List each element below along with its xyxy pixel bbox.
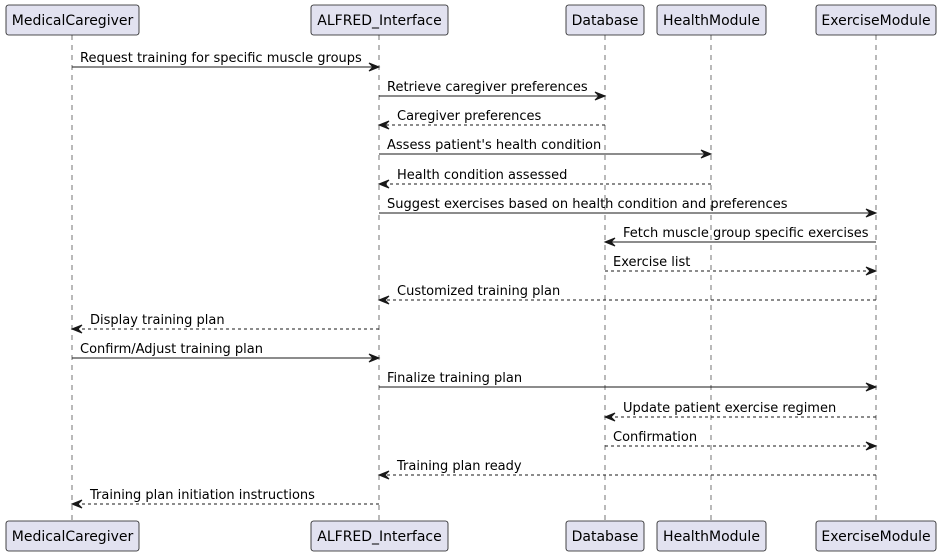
message-label: Training plan initiation instructions xyxy=(89,488,315,503)
arrowhead-icon xyxy=(377,295,390,305)
message-label: Suggest exercises based on health condit… xyxy=(387,197,788,212)
participant-health-top: HealthModule xyxy=(656,4,767,36)
participant-label: ALFRED_Interface xyxy=(317,13,441,29)
message-2: Retrieve caregiver preferences xyxy=(379,80,607,101)
message-label: Finalize training plan xyxy=(387,371,522,386)
participant-database-top: Database xyxy=(565,4,645,36)
participant-label: MedicalCaregiver xyxy=(12,529,134,545)
participant-box xyxy=(5,520,140,552)
message-7: Fetch muscle group specific exercises xyxy=(603,226,876,247)
message-14: Confirmation xyxy=(605,430,878,451)
message-label: Caregiver preferences xyxy=(397,109,541,124)
arrowhead-icon xyxy=(603,412,616,422)
participant-label: ExerciseModule xyxy=(821,13,930,29)
message-label: Update patient exercise regimen xyxy=(623,401,836,416)
message-label: Retrieve caregiver preferences xyxy=(387,80,588,95)
participant-exercise-bottom: ExerciseModule xyxy=(815,520,937,552)
participant-box xyxy=(310,4,449,36)
participant-label: HealthModule xyxy=(663,13,760,29)
arrowhead-icon xyxy=(865,208,878,218)
lifelines xyxy=(71,35,877,521)
message-label: Assess patient's health condition xyxy=(387,138,601,153)
participant-label: ExerciseModule xyxy=(821,529,930,545)
message-15: Training plan ready xyxy=(377,459,876,480)
message-11: Confirm/Adjust training plan xyxy=(72,342,381,363)
participant-box xyxy=(815,520,937,552)
participant-label: Database xyxy=(572,529,639,545)
participant-box xyxy=(815,4,937,36)
message-label: Exercise list xyxy=(613,255,690,270)
participant-exercise-top: ExerciseModule xyxy=(815,4,937,36)
arrowhead-icon xyxy=(603,237,616,247)
message-13: Update patient exercise regimen xyxy=(603,401,876,422)
participant-box xyxy=(5,4,140,36)
message-label: Confirmation xyxy=(613,430,697,445)
message-9: Customized training plan xyxy=(377,284,876,305)
participant-alfred-bottom: ALFRED_Interface xyxy=(310,520,449,552)
participant-caregiver-bottom: MedicalCaregiver xyxy=(5,520,140,552)
message-16: Training plan initiation instructions xyxy=(70,488,379,509)
participant-caregiver-top: MedicalCaregiver xyxy=(5,4,140,36)
arrowhead-icon xyxy=(368,62,381,72)
message-3: Caregiver preferences xyxy=(377,109,605,130)
participant-label: HealthModule xyxy=(663,529,760,545)
participant-box xyxy=(565,4,645,36)
message-6: Suggest exercises based on health condit… xyxy=(379,197,878,218)
arrowhead-icon xyxy=(377,120,390,130)
arrowhead-icon xyxy=(70,324,83,334)
message-5: Health condition assessed xyxy=(377,168,711,189)
message-12: Finalize training plan xyxy=(379,371,878,392)
message-label: Customized training plan xyxy=(397,284,560,299)
arrowhead-icon xyxy=(865,441,878,451)
arrowhead-icon xyxy=(368,353,381,363)
participant-box xyxy=(656,520,767,552)
message-8: Exercise list xyxy=(605,255,878,276)
participants-bottom: MedicalCaregiver ALFRED_Interface Database… xyxy=(5,520,937,552)
arrowhead-icon xyxy=(594,91,607,101)
message-10: Display training plan xyxy=(70,313,379,334)
message-label: Display training plan xyxy=(90,313,225,328)
participants-top: MedicalCaregiver ALFRED_Interface Database… xyxy=(5,4,937,36)
arrowhead-icon xyxy=(865,266,878,276)
arrowhead-icon xyxy=(700,149,713,159)
participant-box xyxy=(565,520,645,552)
message-label: Confirm/Adjust training plan xyxy=(80,342,263,357)
participant-label: Database xyxy=(572,13,639,29)
participant-alfred-top: ALFRED_Interface xyxy=(310,4,449,36)
message-label: Request training for specific muscle gro… xyxy=(80,51,362,66)
arrowhead-icon xyxy=(377,470,390,480)
arrowhead-icon xyxy=(865,382,878,392)
participant-label: ALFRED_Interface xyxy=(317,529,441,545)
message-4: Assess patient's health condition xyxy=(379,138,713,159)
participant-box xyxy=(656,4,767,36)
messages: Request training for specific muscle gro… xyxy=(70,51,878,509)
participant-database-bottom: Database xyxy=(565,520,645,552)
message-label: Health condition assessed xyxy=(397,168,567,183)
participant-label: MedicalCaregiver xyxy=(12,13,134,29)
message-label: Fetch muscle group specific exercises xyxy=(623,226,869,241)
arrowhead-icon xyxy=(377,179,390,189)
arrowhead-icon xyxy=(70,499,83,509)
message-label: Training plan ready xyxy=(396,459,522,474)
message-1: Request training for specific muscle gro… xyxy=(72,51,381,72)
participant-box xyxy=(310,520,449,552)
participant-health-bottom: HealthModule xyxy=(656,520,767,552)
